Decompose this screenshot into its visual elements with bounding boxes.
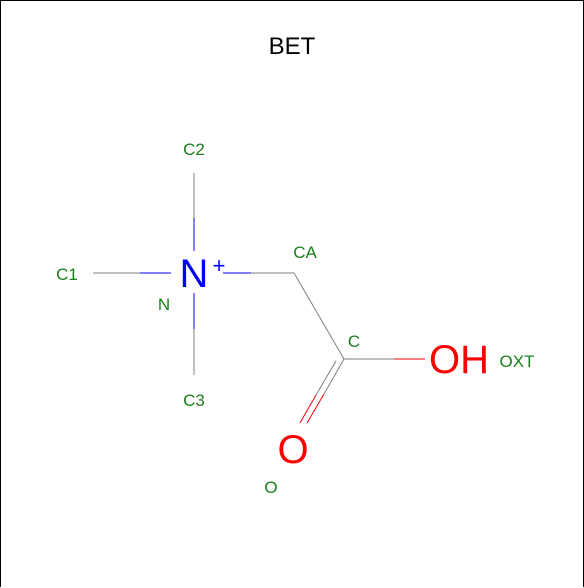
bond-c-o-line2-oxygen-half bbox=[299, 394, 317, 424]
bond-c-o-line1-oxygen-half bbox=[306, 393, 325, 424]
atom-label-n: N bbox=[158, 295, 170, 314]
bonds bbox=[93, 173, 425, 424]
oxygen-symbol: O bbox=[277, 428, 308, 472]
bond-ca-c bbox=[293, 272, 345, 360]
atom-labels: C1 C2 C3 N CA C O OXT bbox=[56, 140, 534, 497]
bond-c-o-line1-carbon-half bbox=[323, 358, 345, 395]
atom-label-ca: CA bbox=[293, 243, 317, 262]
atom-label-c: C bbox=[348, 332, 360, 351]
hydroxyl-symbol: OH bbox=[429, 338, 489, 382]
atom-label-c2: C2 bbox=[183, 140, 205, 159]
atom-label-c3: C3 bbox=[183, 391, 205, 410]
atom-label-oxt: OXT bbox=[500, 352, 535, 371]
atom-label-o: O bbox=[264, 478, 277, 497]
diagram-title: BET bbox=[269, 33, 316, 60]
element-symbols: N + O OH bbox=[180, 252, 489, 472]
nitrogen-symbol: N bbox=[180, 252, 209, 296]
nitrogen-charge: + bbox=[213, 253, 226, 278]
bond-c-o-line2-carbon-half bbox=[315, 360, 337, 396]
atom-label-c1: C1 bbox=[56, 265, 78, 284]
